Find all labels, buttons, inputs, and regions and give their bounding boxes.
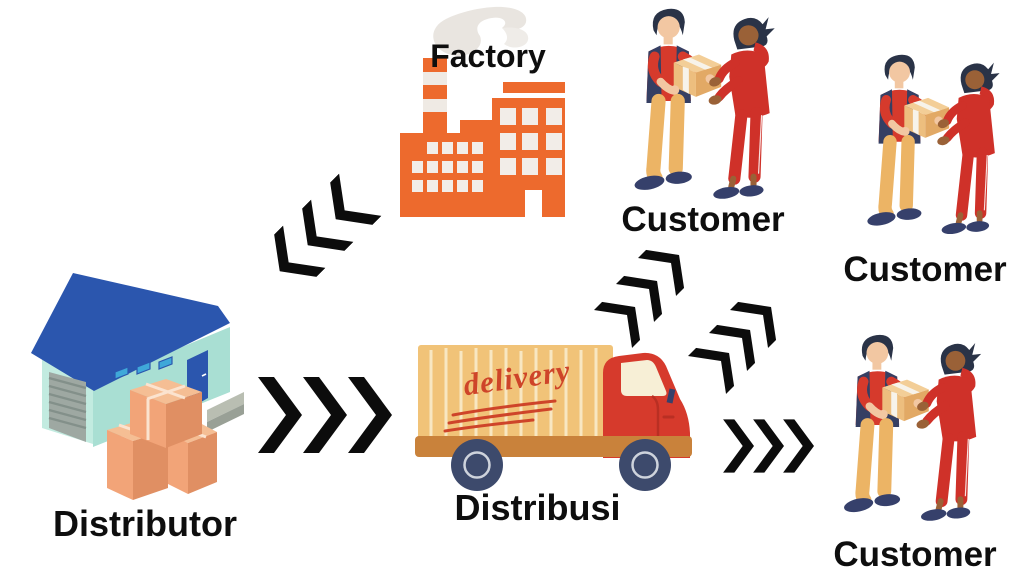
distribusi-label: Distribusi [454,487,621,528]
delivery-truck-icon [415,345,692,491]
parcel-boxes-icon [107,379,217,500]
chevron-icon [303,376,347,454]
windshield [621,360,667,396]
factory-icon [400,6,565,217]
cargo-stripes [429,348,598,446]
customer-bottom-label: Customer [833,535,997,574]
chevron-icon [783,419,814,473]
mirror [666,388,676,404]
customer-handoff-icon [826,330,994,528]
chevron-icon [258,376,302,454]
customer-top-label: Customer [621,200,785,239]
customer-handoff-icon [616,4,788,206]
factory-door [525,190,542,217]
roof [31,273,230,391]
factory-windows [412,108,562,192]
warehouse-icon [31,273,244,500]
chevron-icon [348,376,392,454]
chevron-icon [723,419,754,473]
factory-label: Factory [430,38,546,74]
warehouse-windows [114,356,173,380]
cargo-box [418,345,613,450]
sign-underline [443,399,557,433]
loading-dock [207,392,244,422]
customer-handoff-icon [850,50,1012,241]
chevron-icon [753,419,784,473]
wheels [451,439,671,491]
distributor-label: Distributor [53,503,237,544]
smoke-icon [433,6,529,56]
garage-door [48,372,87,442]
customer-right-label: Customer [843,250,1007,289]
